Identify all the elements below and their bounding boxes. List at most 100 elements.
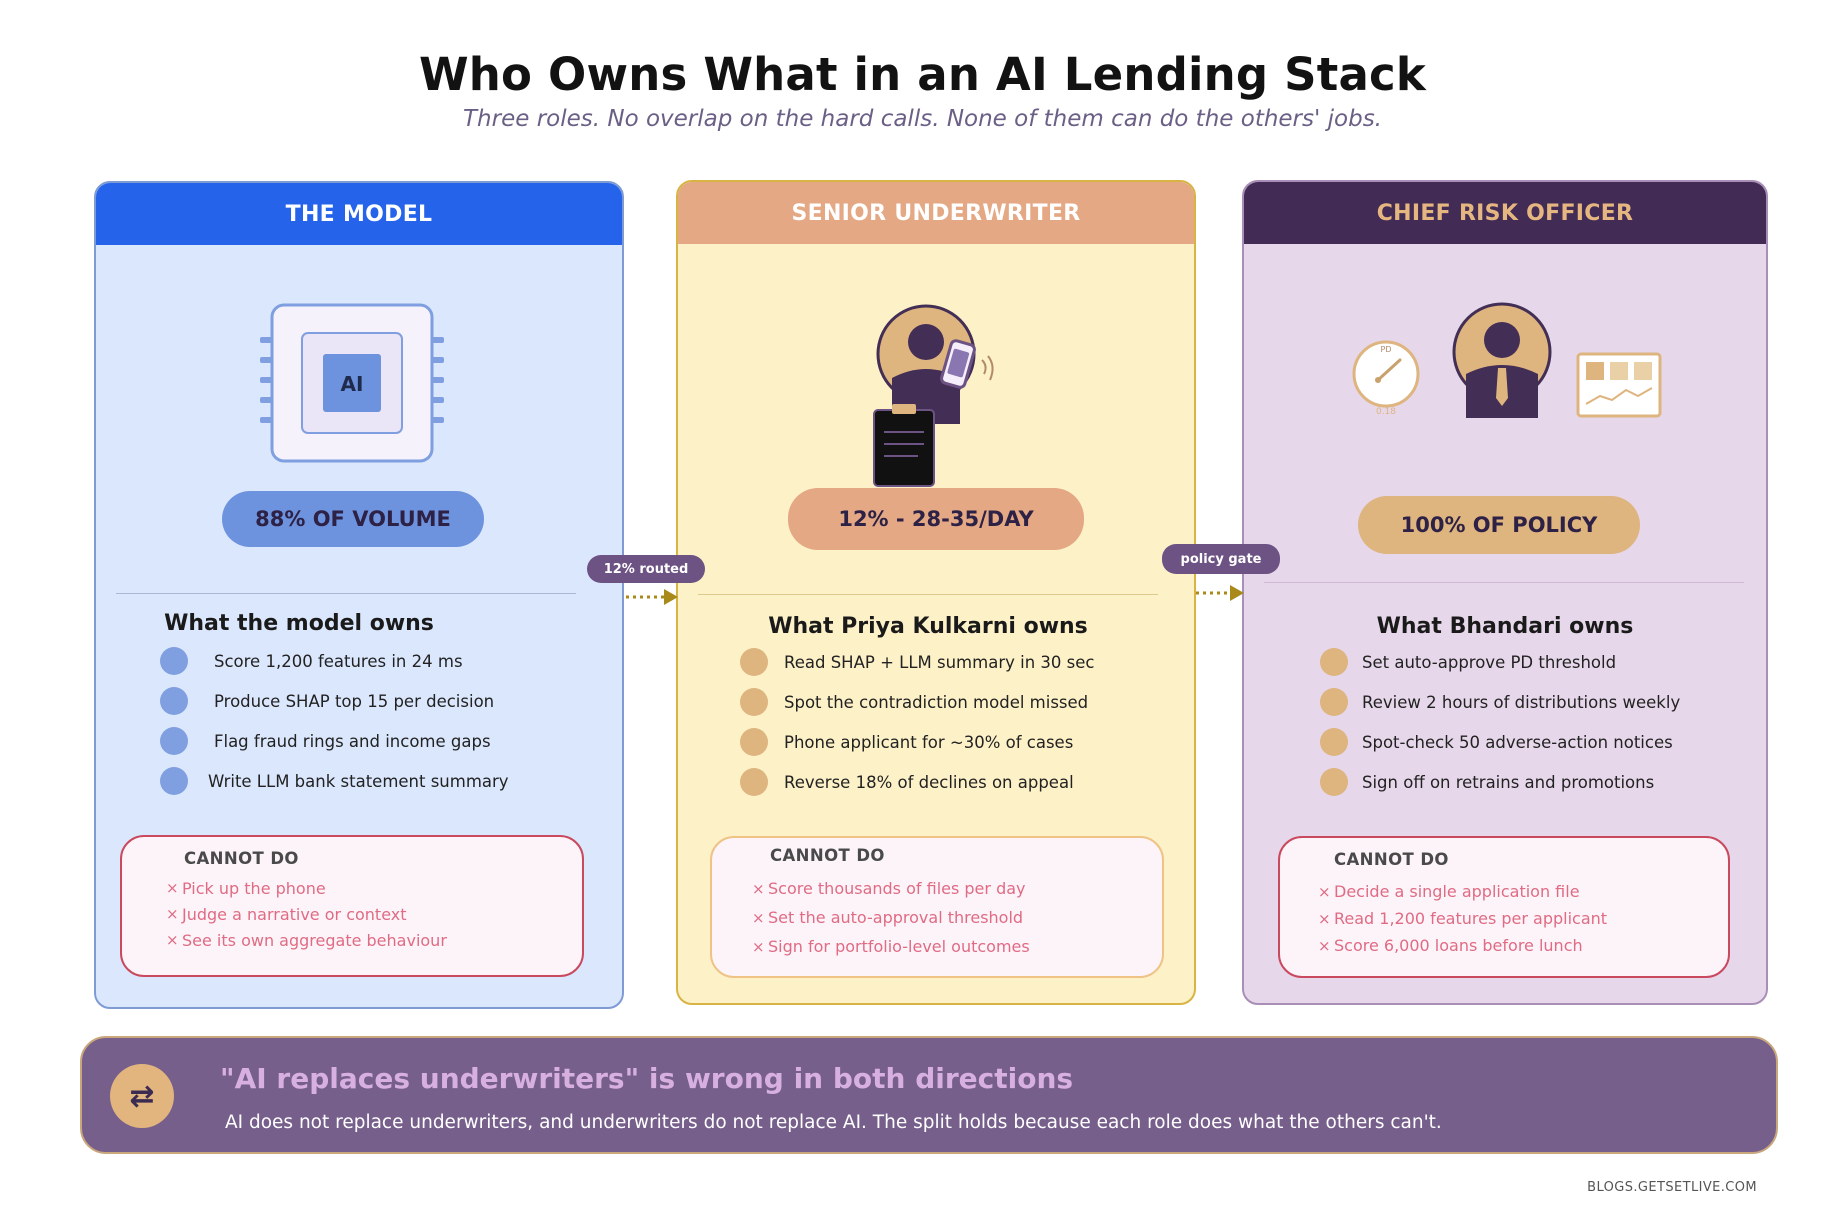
divider: [698, 594, 1158, 595]
cannot-do-box: CANNOT DO ×Pick up the phone ×Judge a na…: [120, 835, 584, 977]
item-text: Review 2 hours of distributions weekly: [1362, 692, 1681, 712]
list-item: Flag fraud rings and income gaps: [160, 721, 600, 761]
list-item: Score 1,200 features in 24 ms: [160, 641, 600, 681]
list-item: ×Sign for portfolio-level outcomes: [752, 937, 1030, 956]
list-item: Spot-check 50 adverse-action notices: [1320, 722, 1760, 762]
list-item: Review 2 hours of distributions weekly: [1320, 682, 1760, 722]
cannot-do-title: CANNOT DO: [770, 846, 885, 865]
x-icon: ×: [166, 879, 179, 897]
item-text: Phone applicant for ~30% of cases: [784, 732, 1074, 752]
item-text: Spot-check 50 adverse-action notices: [1362, 732, 1673, 752]
list-item: ×See its own aggregate behaviour: [166, 930, 447, 950]
card-model: THE MODEL AI 88% OF VOLUME What the mode…: [94, 181, 624, 1009]
x-icon: ×: [1318, 882, 1331, 901]
routed-flow-tag: 12% routed: [587, 555, 705, 583]
bullet-dot: [160, 767, 188, 795]
list-item: Read SHAP + LLM summary in 30 sec: [740, 642, 1180, 682]
item-text: Set auto-approve PD threshold: [1362, 652, 1617, 672]
card-model-header: THE MODEL: [96, 183, 622, 245]
bullet-dot: [1320, 648, 1348, 676]
cannot-do-list: ×Pick up the phone ×Judge a narrative or…: [166, 875, 447, 953]
list-item: ×Score 6,000 loans before lunch: [1318, 936, 1583, 955]
item-text: Reverse 18% of declines on appeal: [784, 772, 1074, 792]
list-item: Write LLM bank statement summary: [160, 761, 600, 801]
bullet-dot: [740, 688, 768, 716]
routed-arrow-icon: [626, 589, 678, 605]
section-title: What the model owns: [164, 611, 434, 636]
gauge-top-label: PD: [1381, 345, 1392, 354]
list-item: ×Read 1,200 features per applicant: [1318, 909, 1608, 928]
list-item: Phone applicant for ~30% of cases: [740, 722, 1180, 762]
list-item: ×Set the auto-approval threshold: [752, 908, 1024, 927]
x-icon: ×: [1318, 909, 1331, 928]
cannot-do-title: CANNOT DO: [184, 849, 299, 868]
ownership-list: Read SHAP + LLM summary in 30 sec Spot t…: [740, 642, 1180, 802]
ai-chip-icon: AI: [260, 303, 444, 463]
x-icon: ×: [752, 879, 765, 898]
x-icon: ×: [1318, 936, 1331, 955]
list-item: Set auto-approve PD threshold: [1320, 642, 1760, 682]
list-item: ×Judge a narrative or context: [166, 904, 407, 924]
item-text: Write LLM bank statement summary: [208, 771, 509, 791]
pd-gauge-icon: PD 0.18: [1352, 340, 1420, 416]
executive-person-icon: [1452, 302, 1552, 418]
banner-text: AI does not replace underwriters, and un…: [225, 1112, 1442, 1133]
item-text: Produce SHAP top 15 per decision: [214, 691, 495, 711]
bullet-dot: [160, 647, 188, 675]
list-item: Sign off on retrains and promotions: [1320, 762, 1760, 802]
item-text: Spot the contradiction model missed: [784, 692, 1089, 712]
divider: [116, 593, 576, 594]
page-subtitle: Three roles. No overlap on the hard call…: [463, 106, 1382, 132]
policy-pill: 100% OF POLICY: [1358, 496, 1640, 554]
ai-chip-label: AI: [341, 372, 364, 396]
x-icon: ×: [752, 908, 765, 927]
underwriter-person-icon: [873, 304, 994, 487]
bullet-dot: [1320, 728, 1348, 756]
policy-gate-tag: policy gate: [1162, 544, 1280, 574]
bullet-dot: [1320, 768, 1348, 796]
list-item: Reverse 18% of declines on appeal: [740, 762, 1180, 802]
bullet-dot: [740, 648, 768, 676]
cannot-do-title: CANNOT DO: [1334, 850, 1449, 869]
volume-pill: 88% OF VOLUME: [222, 491, 484, 547]
cannot-do-box: CANNOT DO ×Decide a single application f…: [1278, 836, 1730, 978]
bullet-dot: [160, 727, 188, 755]
card-cro: CHIEF RISK OFFICER PD 0.18 100% OF POLIC…: [1242, 180, 1768, 1005]
section-title: What Priya Kulkarni owns: [768, 614, 1088, 639]
divider: [1264, 582, 1744, 583]
card-underwriter-header: SENIOR UNDERWRITER: [678, 182, 1194, 244]
dashboard-chart-icon: [1576, 352, 1662, 418]
banner-title: "AI replaces underwriters" is wrong in b…: [220, 1062, 1074, 1095]
item-text: Flag fraud rings and income gaps: [214, 731, 491, 751]
cannot-do-list: ×Decide a single application file ×Read …: [1318, 878, 1607, 959]
bullet-dot: [740, 728, 768, 756]
cannot-do-box: CANNOT DO ×Score thousands of files per …: [710, 836, 1164, 978]
ownership-list: Score 1,200 features in 24 ms Produce SH…: [160, 641, 600, 801]
daily-load-pill: 12% - 28-35/DAY: [788, 488, 1084, 550]
card-underwriter: SENIOR UNDERWRITER 12% - 28-35/DAY What …: [676, 180, 1196, 1005]
bullet-dot: [1320, 688, 1348, 716]
list-item: Spot the contradiction model missed: [740, 682, 1180, 722]
page-title: Who Owns What in an AI Lending Stack: [418, 48, 1427, 101]
item-text: Score 1,200 features in 24 ms: [214, 651, 463, 671]
x-icon: ×: [752, 937, 765, 956]
item-text: Read SHAP + LLM summary in 30 sec: [784, 652, 1095, 672]
policy-gate-arrow-icon: [1196, 585, 1244, 601]
x-icon: ×: [166, 931, 179, 949]
bullet-dot: [740, 768, 768, 796]
ownership-list: Set auto-approve PD threshold Review 2 h…: [1320, 642, 1760, 802]
list-item: ×Score thousands of files per day: [752, 879, 1026, 898]
swap-arrows-icon: ⇄: [110, 1064, 174, 1128]
footer-credit: BLOGS.GETSETLIVE.COM: [1587, 1180, 1757, 1195]
card-cro-header: CHIEF RISK OFFICER: [1244, 182, 1766, 244]
bullet-dot: [160, 687, 188, 715]
item-text: Sign off on retrains and promotions: [1362, 772, 1655, 792]
x-icon: ×: [166, 905, 179, 923]
list-item: ×Decide a single application file: [1318, 882, 1580, 901]
summary-banner: ⇄ "AI replaces underwriters" is wrong in…: [80, 1036, 1778, 1154]
section-title: What Bhandari owns: [1376, 614, 1634, 639]
list-item: Produce SHAP top 15 per decision: [160, 681, 600, 721]
list-item: ×Pick up the phone: [166, 878, 326, 898]
cannot-do-list: ×Score thousands of files per day ×Set t…: [752, 874, 1030, 961]
gauge-value-label: 0.18: [1376, 407, 1396, 416]
